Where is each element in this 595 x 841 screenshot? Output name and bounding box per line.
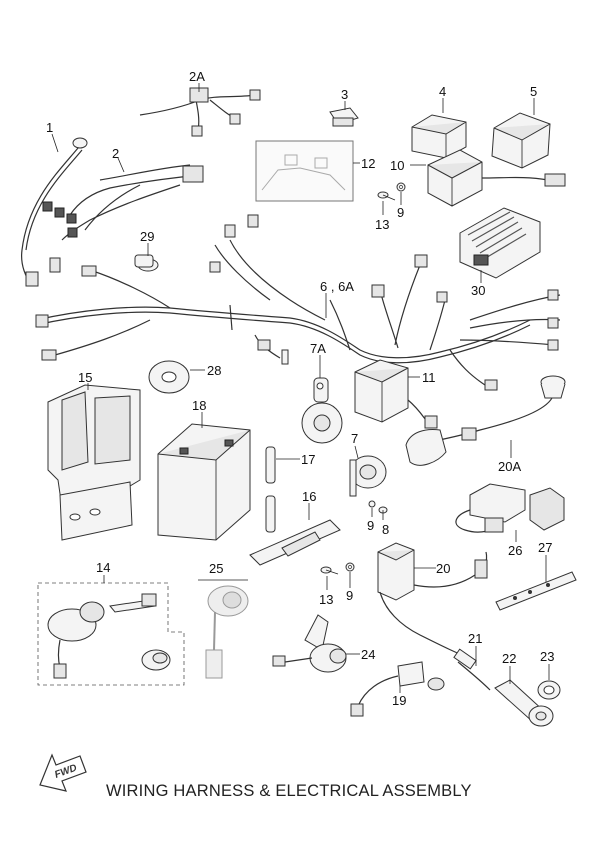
callout-26: 26: [508, 543, 522, 558]
part-15-mounting-bracket[interactable]: [47, 384, 141, 541]
diagram-title: WIRING HARNESS & ELECTRICAL ASSEMBLY: [106, 782, 472, 800]
part-1-battery-cable[interactable]: [21, 137, 88, 287]
part-2-sub-harness[interactable]: [42, 164, 204, 273]
callout-13-top: 13: [375, 217, 389, 232]
part-27-terminal-strip[interactable]: [495, 571, 577, 611]
callout-21: 21: [468, 631, 482, 646]
callout-9-mid: 9: [367, 518, 374, 533]
callout-29: 29: [140, 229, 154, 244]
part-6-main-wire-harness[interactable]: [35, 214, 561, 391]
callout-25: 25: [209, 561, 223, 576]
callout-2a: 2A: [189, 69, 205, 84]
callout-15: 15: [78, 370, 92, 385]
callout-30: 30: [471, 283, 485, 298]
callout-2: 2: [112, 146, 119, 161]
part-20-ignition-coil[interactable]: [377, 542, 488, 661]
callout-16: 16: [302, 489, 316, 504]
callout-6: 6 , 6A: [320, 279, 354, 294]
part-9-washer-top[interactable]: [396, 182, 406, 192]
callout-22: 22: [502, 651, 516, 666]
part-17-tube[interactable]: [265, 446, 276, 533]
part-7a-horn-bracket[interactable]: [301, 377, 343, 444]
callout-11: 11: [422, 370, 436, 385]
part-28-rubber-pad[interactable]: [148, 360, 190, 394]
part-18-battery[interactable]: [157, 423, 251, 541]
part-20a-sensor-lead[interactable]: [405, 375, 566, 466]
part-29-grommet[interactable]: [134, 254, 159, 272]
fwd-arrow-icon: FWD: [39, 753, 87, 792]
callout-23: 23: [540, 649, 554, 664]
callout-4: 4: [439, 84, 446, 99]
part-14-lock-set[interactable]: [37, 582, 185, 686]
part-4-relay-module[interactable]: [411, 114, 467, 159]
callout-1: 1: [46, 120, 53, 135]
callout-19: 19: [392, 693, 406, 708]
callout-7a: 7A: [310, 341, 326, 356]
part-24-sensor[interactable]: [272, 614, 347, 673]
part-25-switch[interactable]: [205, 585, 249, 679]
part-26-connector[interactable]: [455, 483, 565, 533]
part-5-relay[interactable]: [491, 112, 551, 169]
part-7-horn[interactable]: [349, 455, 387, 497]
part-13-bolt-bottom[interactable]: [320, 566, 339, 575]
callout-12: 12: [361, 156, 375, 171]
callout-17: 17: [301, 452, 315, 467]
callout-13-bottom: 13: [319, 592, 333, 607]
callout-7: 7: [351, 431, 358, 446]
callout-27: 27: [538, 540, 552, 555]
part-11-ecu[interactable]: [354, 359, 438, 429]
part-23-grommet[interactable]: [537, 680, 561, 700]
callout-14: 14: [96, 560, 110, 575]
part-8-screw[interactable]: [378, 506, 388, 520]
callout-5: 5: [530, 84, 537, 99]
part-12-fuse-box-inset[interactable]: [255, 140, 354, 202]
callout-28: 28: [207, 363, 221, 378]
callout-18: 18: [192, 398, 206, 413]
part-9-washer-bottom[interactable]: [345, 562, 355, 572]
callout-24: 24: [361, 647, 375, 662]
part-21-high-tension-cord[interactable]: [453, 648, 491, 691]
part-22-plug-cap[interactable]: [494, 679, 554, 727]
leader-1: [51, 133, 59, 153]
leader-7: [354, 445, 359, 459]
callout-8: 8: [382, 522, 389, 537]
part-16-plate[interactable]: [249, 519, 341, 566]
part-9-washer-mid[interactable]: [368, 500, 376, 508]
part-30-rectifier[interactable]: [459, 207, 541, 279]
callout-9-top: 9: [397, 205, 404, 220]
part-13-bolt-top[interactable]: [377, 191, 396, 201]
callout-9-bottom: 9: [346, 588, 353, 603]
part-3-fuse[interactable]: [329, 107, 359, 127]
callout-10: 10: [390, 158, 404, 173]
callout-20: 20: [436, 561, 450, 576]
leader-2: [117, 157, 125, 173]
callout-20a: 20A: [498, 459, 521, 474]
part-2a-small-harness[interactable]: [139, 87, 261, 137]
part-10-control-unit[interactable]: [427, 149, 566, 207]
part-19-sensor[interactable]: [350, 661, 445, 717]
callout-3: 3: [341, 87, 348, 102]
